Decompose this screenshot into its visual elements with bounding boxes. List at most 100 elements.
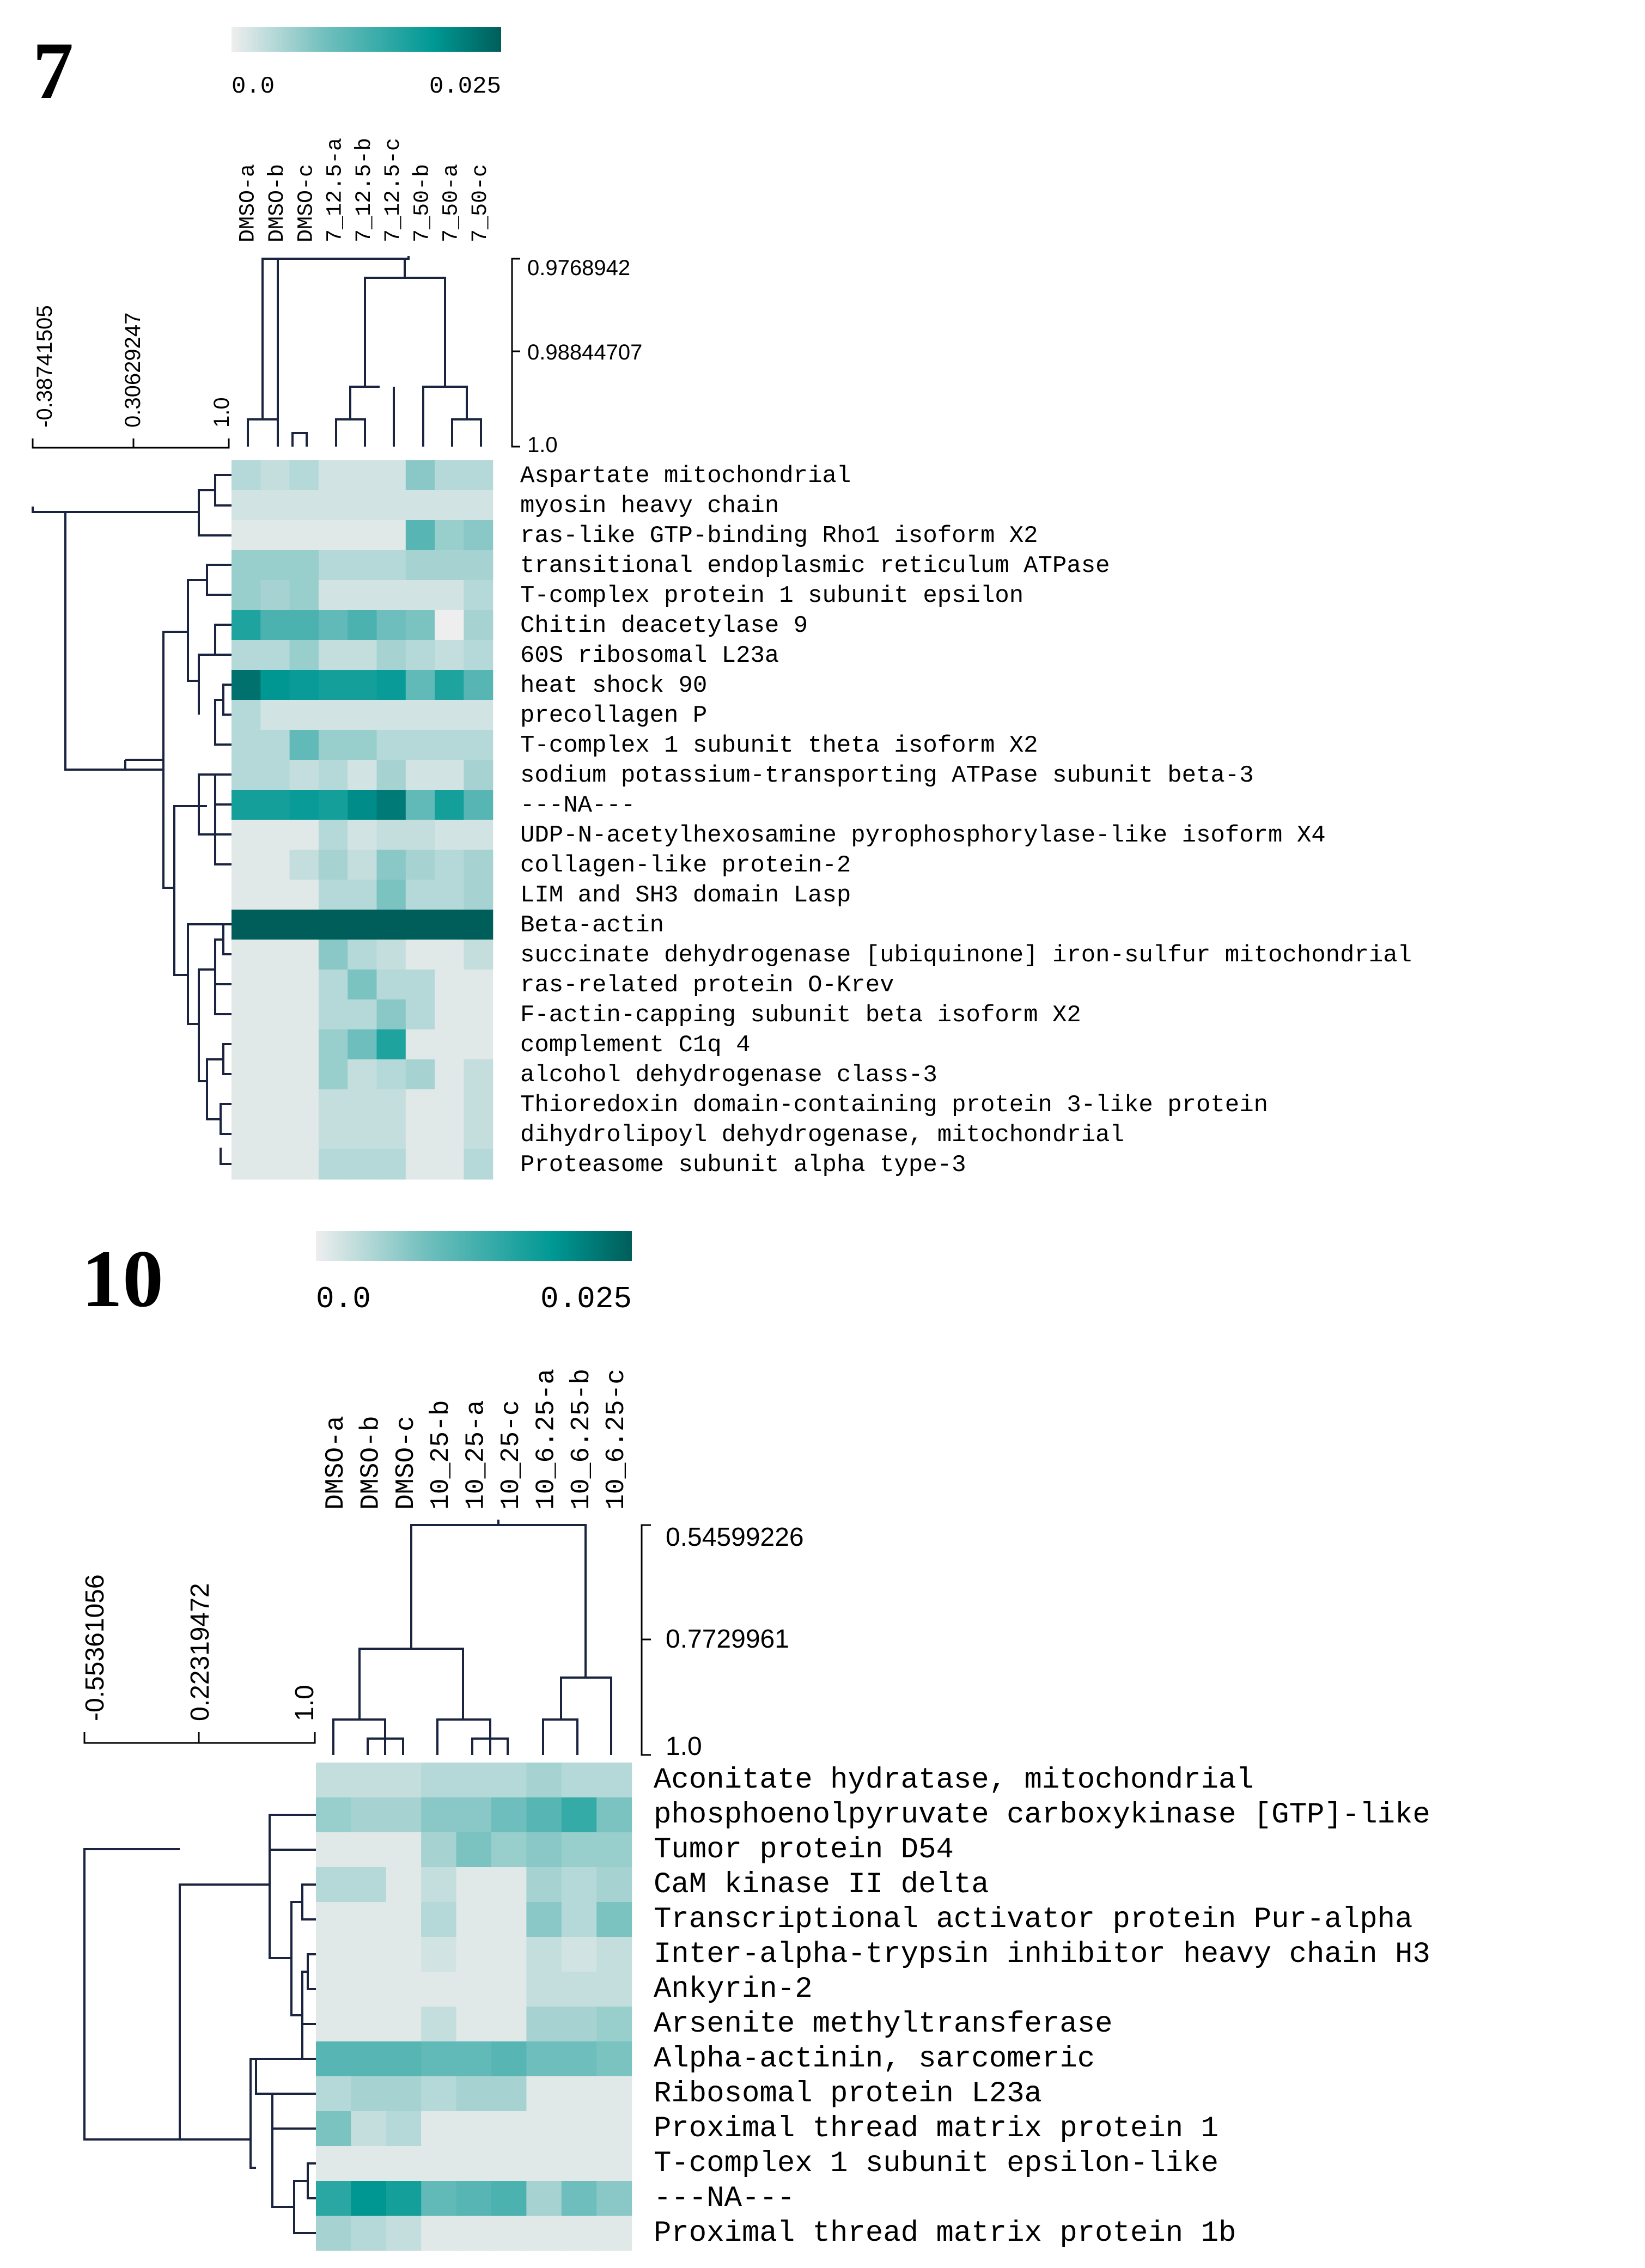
heatmap-cell <box>596 2007 632 2042</box>
heatmap-cell <box>421 2076 457 2112</box>
panel-7-column-scale-label: 1.0 <box>527 433 558 457</box>
heatmap-cell <box>464 999 493 1030</box>
heatmap-cell <box>348 520 377 551</box>
heatmap-cell <box>318 999 348 1030</box>
heatmap-cell <box>348 999 377 1030</box>
heatmap-cell <box>316 1937 351 1972</box>
row-label: phosphoenolpyruvate carboxykinase [GTP]-… <box>654 1798 1430 1832</box>
heatmap-cell <box>596 1902 632 1937</box>
heatmap-cell <box>435 850 464 880</box>
heatmap-cell <box>316 2146 351 2181</box>
panel-7-row-dendrogram-scale: -0.38741505 0.30629247 1.0 <box>32 305 234 449</box>
heatmap-cell <box>231 550 261 581</box>
panel-10-column-dendrogram-scale: 0.54599226 0.7729961 1.0 <box>641 1523 804 1761</box>
heatmap-cell <box>348 550 377 581</box>
heatmap-cell <box>318 970 348 1000</box>
heatmap-cell <box>260 1119 290 1150</box>
heatmap-cell <box>289 970 319 1000</box>
heatmap-cell <box>491 1867 527 1903</box>
column-label: 10_25-c <box>497 1400 526 1510</box>
heatmap-cell <box>351 1902 387 1937</box>
heatmap-cell <box>386 2007 422 2042</box>
heatmap-cell <box>376 999 406 1030</box>
heatmap-cell <box>464 1149 493 1180</box>
panel-10-row-scale-label: -0.55361056 <box>81 1574 109 1721</box>
heatmap-cell <box>526 1937 562 1972</box>
heatmap-cell <box>435 1059 464 1090</box>
heatmap-cell <box>289 550 319 581</box>
heatmap-cell <box>348 490 377 521</box>
heatmap-cell <box>456 2007 492 2042</box>
heatmap-cell <box>405 730 435 760</box>
heatmap-cell <box>260 610 290 641</box>
heatmap-cell <box>231 1119 261 1150</box>
heatmap-cell <box>561 1937 597 1972</box>
heatmap-cell <box>376 640 406 670</box>
row-label: F-actin-capping subunit beta isoform X2 <box>520 1002 1081 1029</box>
heatmap-cell <box>526 1832 562 1868</box>
heatmap-cell <box>348 820 377 850</box>
heatmap-cell <box>376 1119 406 1150</box>
heatmap-cell <box>348 880 377 910</box>
heatmap-cell <box>405 520 435 551</box>
heatmap-cell <box>316 2111 351 2147</box>
heatmap-cell <box>435 999 464 1030</box>
row-label: Ankyrin-2 <box>654 1973 813 2006</box>
heatmap-cell <box>289 850 319 880</box>
heatmap-cell <box>526 1902 562 1937</box>
heatmap-cell <box>386 2181 422 2216</box>
row-label: LIM and SH3 domain Lasp <box>520 882 851 909</box>
column-label: 7_50-a <box>440 164 464 242</box>
heatmap-cell <box>318 610 348 641</box>
heatmap-cell <box>348 910 377 940</box>
heatmap-cell <box>231 790 261 820</box>
heatmap-cell <box>464 1119 493 1150</box>
heatmap-cell <box>386 2216 422 2251</box>
heatmap-cell <box>231 880 261 910</box>
heatmap-cell <box>231 940 261 970</box>
row-label: myosin heavy chain <box>520 492 779 520</box>
heatmap-cell <box>456 2146 492 2181</box>
heatmap-cell <box>260 1029 290 1060</box>
heatmap-cell <box>348 1029 377 1060</box>
panel-10-row-labels: Aconitate hydratase, mitochondrialphosph… <box>654 1764 1430 2250</box>
heatmap-cell <box>376 580 406 611</box>
panel-7-column-scale-label: 0.9768942 <box>527 256 630 280</box>
heatmap-cell <box>318 1059 348 1090</box>
heatmap-cell <box>376 1059 406 1090</box>
row-label: T-complex 1 subunit theta isoform X2 <box>520 732 1038 759</box>
heatmap-cell <box>376 790 406 820</box>
heatmap-cell <box>376 1089 406 1120</box>
heatmap-cell <box>456 2216 492 2251</box>
heatmap-cell <box>318 910 348 940</box>
heatmap-cell <box>351 1797 387 1833</box>
heatmap-cell <box>289 700 319 730</box>
heatmap-cell <box>464 550 493 581</box>
row-label: Chitin deacetylase 9 <box>520 612 808 639</box>
heatmap-cell <box>456 2041 492 2077</box>
heatmap-cell <box>351 1937 387 1972</box>
heatmap-cell <box>348 730 377 760</box>
heatmap-cell <box>231 1149 261 1180</box>
heatmap-cell <box>561 2146 597 2181</box>
heatmap-cell <box>435 700 464 730</box>
panel-10-row-dendrogram-scale: -0.55361056 0.22319472 1.0 <box>81 1574 319 1744</box>
panel-10-column-scale-label: 0.54599226 <box>666 1523 804 1552</box>
column-label: 7_50-c <box>468 164 493 242</box>
heatmap-cell <box>318 700 348 730</box>
heatmap-cell <box>435 610 464 641</box>
heatmap-cell <box>491 2076 527 2112</box>
heatmap-cell <box>386 2076 422 2112</box>
heatmap-cell <box>435 1029 464 1060</box>
panel-7-row-scale-axis <box>32 438 230 449</box>
heatmap-cell <box>289 670 319 700</box>
heatmap-cell <box>318 1119 348 1150</box>
heatmap-cell <box>348 940 377 970</box>
heatmap-cell <box>456 1937 492 1972</box>
panel-7-colorbar-min-label: 0.0 <box>231 73 275 100</box>
heatmap-cell <box>289 640 319 670</box>
column-label: DMSO-c <box>294 164 319 242</box>
heatmap-cell <box>351 2146 387 2181</box>
heatmap-cell <box>464 1029 493 1060</box>
